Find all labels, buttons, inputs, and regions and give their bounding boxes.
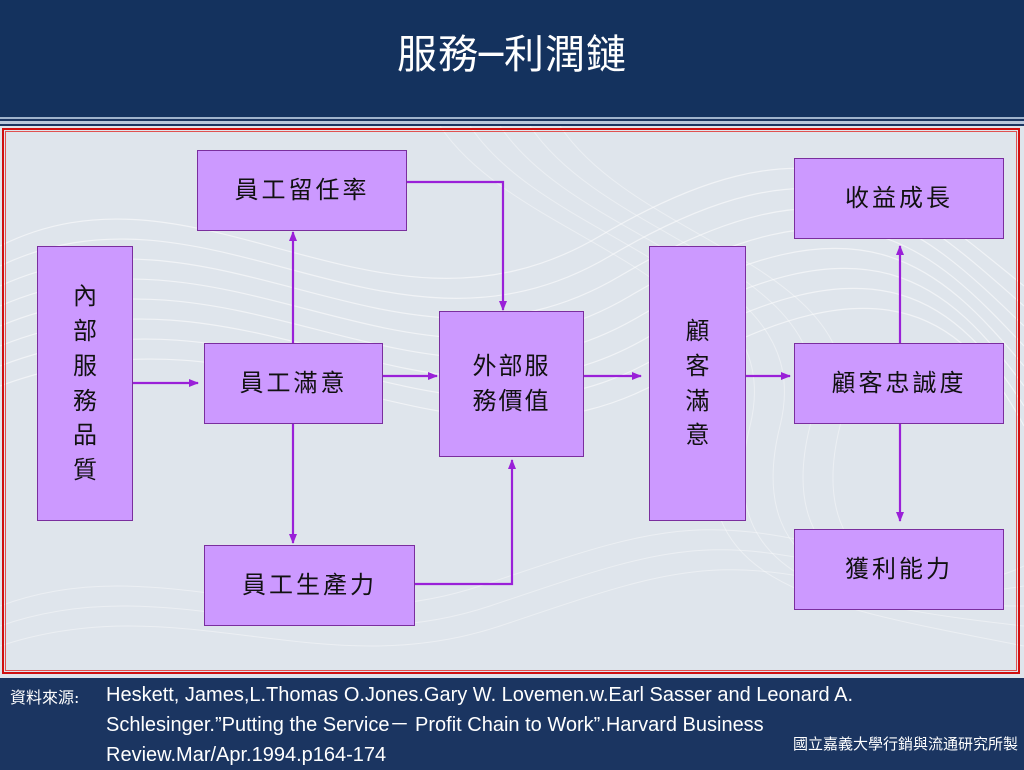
- box-revenue-growth: 收益成長: [794, 158, 1004, 239]
- diagram-frame-inner: [5, 131, 1017, 671]
- box-internal-service-quality: 內 部 服 務 品 質: [37, 246, 133, 521]
- box-customer-loyalty: 顧客忠誠度: [794, 343, 1004, 424]
- diagram-frame: [2, 128, 1020, 674]
- arrow-productivity-to-service-value: [415, 459, 516, 586]
- arrow-retention-to-service-value: [407, 180, 507, 311]
- institution-credit: 國立嘉義大學行銷與流通研究所製: [792, 735, 1018, 753]
- header-divider: [0, 117, 1024, 119]
- source-citation: Heskett, James,L.Thomas O.Jones.Gary W. …: [106, 684, 854, 766]
- box-customer-satisfaction: 顧 客 滿 意: [649, 246, 746, 521]
- box-employee-satisfaction: 員工滿意: [204, 343, 383, 424]
- box-profitability: 獲利能力: [794, 529, 1004, 610]
- slide-header: 服務─利潤鏈: [0, 0, 1024, 118]
- box-employee-productivity: 員工生產力: [204, 545, 415, 626]
- slide-title: 服務─利潤鏈: [396, 32, 628, 78]
- source-label: 資料來源:: [10, 688, 80, 707]
- box-external-service-value: 外部服 務價值: [439, 311, 584, 457]
- box-employee-retention: 員工留任率: [197, 150, 407, 231]
- header-divider-secondary: [0, 121, 1024, 124]
- footer: [0, 678, 1024, 768]
